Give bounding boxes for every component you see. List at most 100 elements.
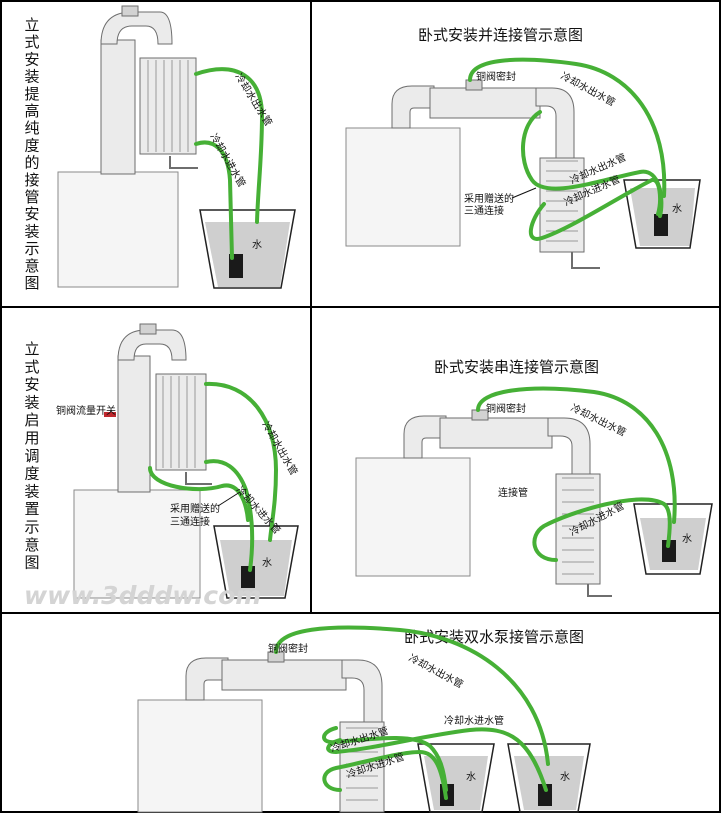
down-elbow (341, 659, 383, 725)
column-cap (121, 5, 139, 17)
horizontal-column (439, 417, 553, 449)
water-bucket (514, 756, 584, 810)
connector-label: 连接管 (498, 486, 528, 499)
title-char: 式 (24, 33, 39, 51)
outlet-pipe (274, 625, 550, 766)
outlet-pipe (204, 381, 279, 542)
title-char: 装 (24, 393, 39, 411)
outlet-spout (571, 252, 600, 269)
seal-label: 铜阀密封 (486, 402, 526, 415)
column-elbow (117, 329, 187, 361)
boiler-box (57, 171, 179, 288)
water-pump (229, 254, 243, 278)
bucket-outline (507, 743, 591, 813)
title-char: 式 (24, 358, 39, 376)
water-bucket (205, 222, 290, 287)
title-char: 纯 (24, 119, 39, 137)
down-elbow (535, 87, 575, 161)
title-char: 示 (24, 518, 39, 536)
water-pump (241, 566, 255, 588)
condenser-fins (546, 160, 578, 242)
condenser-fins (147, 60, 189, 152)
title-char: 接 (24, 171, 39, 189)
column-elbow (100, 11, 173, 45)
column-elbow (391, 85, 435, 129)
horizontal-column (429, 87, 541, 119)
panel4-title: 卧式安装串连接管示意图 (434, 358, 599, 376)
water-label-2: 水 (560, 771, 570, 783)
outlet-pipe (468, 57, 667, 198)
outlet-pipe (194, 67, 265, 224)
title-char: 示 (24, 240, 39, 258)
out-pipe-label: 冷却水出水管 (259, 419, 300, 477)
panel-vertical-regulating: 立式安装启用调度装置示意图 铜阀流量开关 水 冷却水出水管 冷却水进水管 采用赠… (24, 323, 301, 610)
inlet-pipe (148, 466, 250, 522)
outlet-spout (587, 584, 612, 597)
title-char: 立 (24, 16, 39, 34)
title-char: 图 (24, 274, 39, 292)
water-pump (538, 784, 552, 806)
boiler-box (137, 699, 263, 813)
seal-valve (465, 79, 483, 91)
tee-label-line2: 三通连接 (464, 204, 504, 217)
condenser (139, 57, 197, 155)
title-char: 意 (24, 536, 39, 554)
water-bucket (220, 540, 292, 596)
title-char: 的 (24, 154, 39, 172)
title-char: 启 (24, 411, 39, 429)
distill-column (100, 39, 136, 175)
title-char: 高 (24, 102, 39, 120)
distill-column (117, 355, 151, 493)
condenser (555, 473, 601, 585)
out-pipe-label: 冷却水出水管 (407, 651, 466, 691)
water-bucket (424, 756, 488, 810)
outlet-spout (169, 156, 198, 169)
title-char: 度 (24, 465, 39, 483)
water-label-1: 水 (466, 771, 476, 783)
valve-label: 铜阀流量开关 (56, 404, 116, 417)
bucket-outline (417, 743, 495, 813)
water-label: 水 (672, 203, 682, 215)
title-char: 装 (24, 482, 39, 500)
inlet-pipe (532, 497, 672, 562)
down-elbow (547, 417, 591, 477)
title-char: 管 (24, 188, 39, 206)
title-char: 安 (24, 376, 39, 394)
title-char: 装 (24, 68, 39, 86)
out-pipe-label: 冷却水出水管 (232, 71, 275, 129)
return-pipe (204, 459, 255, 572)
inlet-pipe (528, 178, 662, 241)
panel-vertical-high-purity: 立式安装提高纯度的接管安装示意图 水 冷却水出水管 冷却水进水管 (24, 5, 296, 292)
bucket-outline (199, 209, 296, 289)
title-char: 图 (24, 554, 39, 572)
seal-label: 铜阀密封 (268, 642, 308, 655)
column-cap (139, 323, 157, 335)
outlet-spout (185, 472, 212, 485)
bucket-outline (633, 503, 713, 575)
panel2-title: 卧式安装并连接管示意图 (418, 26, 583, 44)
tee-label-line2: 三通连接 (170, 515, 210, 528)
inlet-pipe (194, 140, 234, 260)
title-char: 用 (24, 429, 39, 447)
outlet-pipe-2 (322, 726, 448, 792)
tee-arrow (511, 187, 537, 199)
tee-label-line1: 采用赠送的 (170, 502, 220, 515)
water-pump (654, 214, 668, 236)
watermark: www.3dddw.com (24, 581, 261, 610)
title-char: 立 (24, 340, 39, 358)
water-label: 水 (682, 533, 692, 545)
title-char: 置 (24, 500, 39, 518)
water-label: 水 (262, 557, 272, 569)
title-char: 安 (24, 205, 39, 223)
horizontal-column (221, 659, 347, 691)
water-label: 水 (252, 239, 262, 251)
boiler-box (355, 457, 471, 577)
in-pipe-label: 冷却水进水管 (444, 714, 504, 727)
inlet-pipe-2 (322, 749, 448, 800)
title-char: 提 (24, 85, 39, 103)
condenser-fins (162, 376, 196, 468)
title-char: 意 (24, 257, 39, 275)
title-char: 装 (24, 222, 39, 240)
panel3-title: 立式安装启用调度装置示意图 (24, 340, 39, 572)
